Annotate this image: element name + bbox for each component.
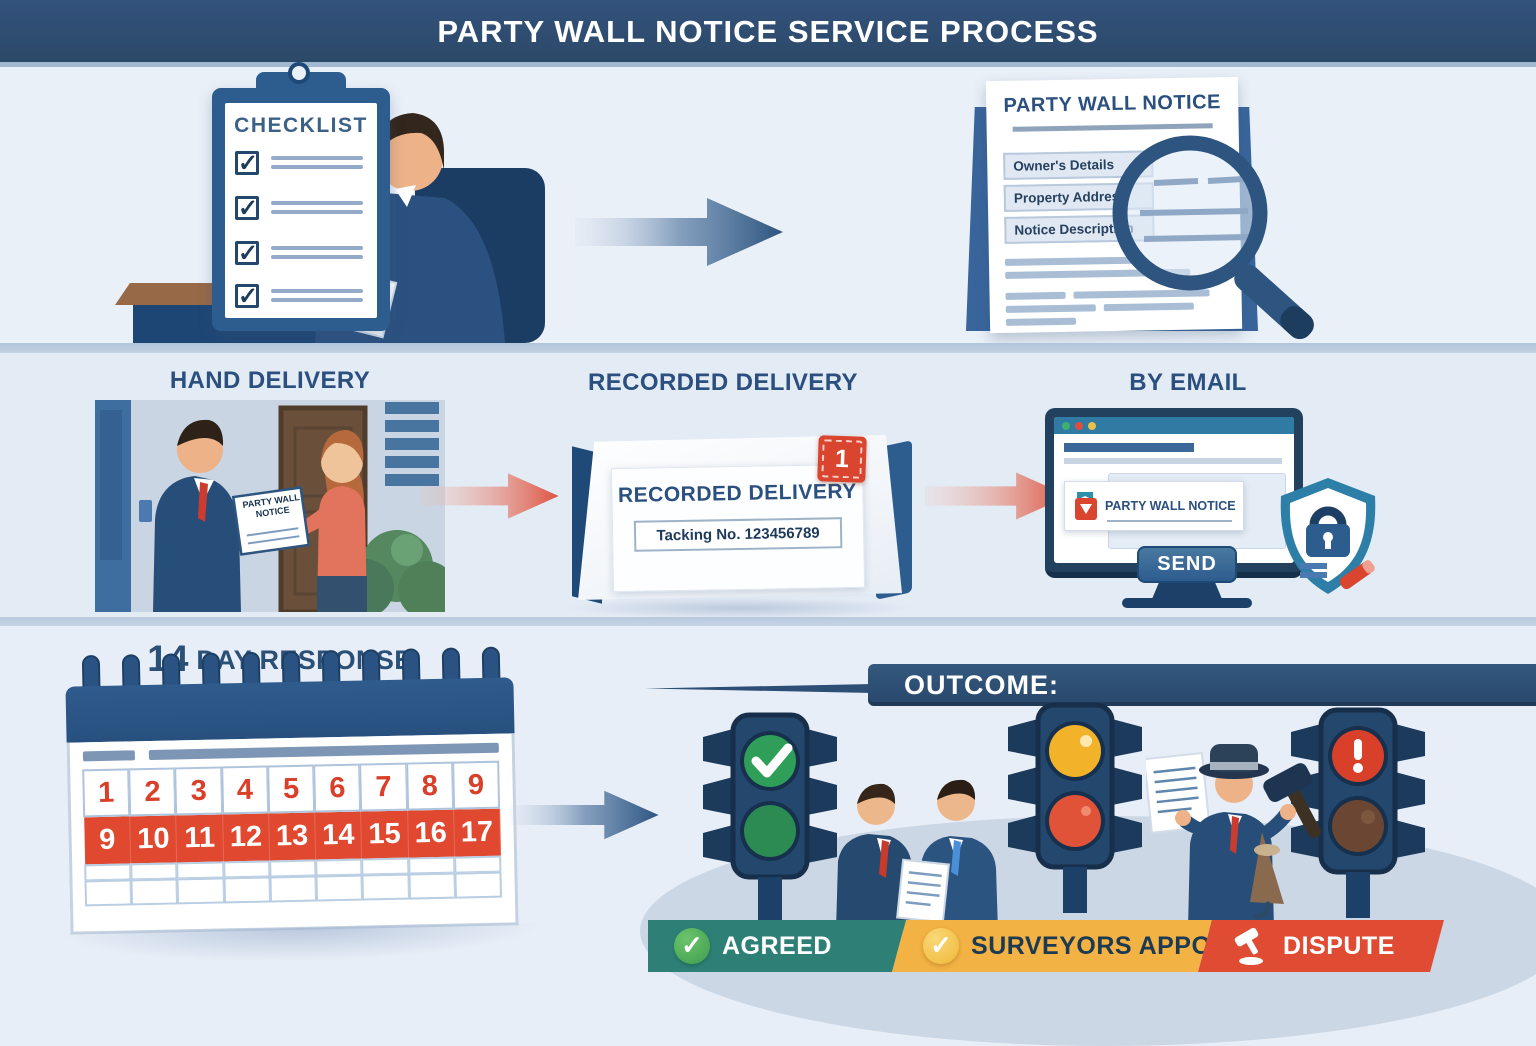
clipboard-clip-hole	[288, 62, 310, 84]
window-shutter	[385, 402, 439, 486]
page-title: PARTY WALL NOTICE SERVICE PROCESS	[437, 14, 1099, 49]
browser-bar	[1054, 417, 1294, 434]
postage-stamp-icon: 1	[817, 435, 867, 483]
arrow-right-icon	[420, 473, 559, 519]
monitor-base	[1122, 598, 1252, 608]
padlock-icon	[1306, 506, 1350, 557]
checkbox-checked-icon: ✓	[235, 241, 259, 266]
tracking-number: Tacking No. 123456789	[633, 517, 843, 552]
agreed-neighbours-illustration	[836, 779, 998, 931]
checklist-item-row: ✓	[235, 284, 367, 310]
envelope-card: RECORDED DELIVERY Tacking No. 123456789	[610, 463, 866, 593]
traffic-light-green-icon	[703, 712, 837, 923]
outcome-surveyors-segment: ✓ SURVEYORS APPOINTED	[892, 920, 1289, 972]
hand-delivery-heading: HAND DELIVERY	[169, 367, 371, 394]
survey-document	[1146, 751, 1211, 834]
calendar-header	[65, 677, 515, 743]
magnifier-icon	[1112, 135, 1314, 340]
checklist-clipboard: CHECKLIST ✓ ✓ ✓ ✓	[212, 62, 390, 331]
arrow-right-icon	[925, 472, 1069, 520]
outcome-agreed-segment: ✓ AGREED	[648, 920, 906, 972]
party-wall-notice-document: PARTY WALL NOTICE Owner's Details Proper…	[940, 76, 1370, 343]
hand-delivery-illustration	[95, 400, 445, 612]
send-button[interactable]: SEND	[1137, 546, 1237, 583]
outcome-heading: OUTCOME:	[904, 670, 1059, 700]
monitor-stand	[1152, 579, 1222, 599]
outcome-dispute-segment: DISPUTE	[1198, 920, 1444, 972]
by-email-heading: BY EMAIL	[1129, 369, 1247, 396]
checklist-item-lines	[271, 151, 363, 169]
recorded-delivery-heading: RECORDED DELIVERY	[588, 369, 858, 396]
check-circle-icon: ✓	[923, 928, 960, 964]
checklist-item-lines	[271, 284, 363, 302]
email-subject: PARTY WALL NOTICE	[1105, 499, 1236, 513]
envelope-shadow	[566, 597, 914, 619]
traffic-light-red-icon	[1291, 707, 1425, 918]
recorded-delivery-envelope: RECORDED DELIVERY Tacking No. 123456789 …	[560, 408, 920, 619]
envelope-title: RECORDED DELIVERY	[617, 479, 857, 508]
preparation-section: CHECKLIST ✓ ✓ ✓ ✓	[0, 62, 1536, 343]
email-screen: PARTY WALL NOTICE	[1054, 417, 1294, 563]
row-divider	[0, 617, 1536, 626]
outcome-result-label: DISPUTE	[1283, 931, 1395, 960]
row-divider	[0, 343, 1536, 353]
agreement-document	[895, 858, 951, 924]
service-methods-section: HAND DELIVERY RECORDED DELIVERY BY EMAIL	[0, 353, 1536, 619]
title-bar: PARTY WALL NOTICE SERVICE PROCESS	[0, 0, 1536, 62]
checkbox-checked-icon: ✓	[235, 284, 259, 309]
outcome-result-label: AGREED	[722, 931, 832, 960]
checklist-item-lines	[271, 196, 363, 214]
checklist-item-row: ✓	[235, 241, 367, 267]
lock-shield-icon	[1280, 478, 1376, 594]
arrow-right-icon	[510, 790, 659, 840]
check-circle-icon: ✓	[674, 928, 710, 964]
title-bar-edge	[0, 62, 1536, 67]
traffic-light-amber-icon	[1008, 702, 1142, 913]
response-outcome-section: 14 DAY RESPONSE PERIOD	[0, 626, 1536, 1046]
mail-icon	[1075, 492, 1097, 520]
response-calendar: 1 2 3 4 5 6 7 8 9 9 10 11 12 13 14	[56, 646, 548, 967]
window-dot-icon	[1075, 422, 1083, 430]
email-message-card: PARTY WALL NOTICE	[1064, 481, 1244, 531]
arrow-right-icon	[575, 198, 783, 266]
checkbox-checked-icon: ✓	[235, 196, 259, 221]
checklist-item-row: ✓	[235, 151, 367, 177]
handed-notice-document	[231, 486, 311, 556]
outcome-pointer-line	[645, 684, 873, 693]
gavel-icon	[1263, 763, 1321, 839]
notice-title: PARTY WALL NOTICE	[1003, 91, 1222, 117]
outcome-banner: OUTCOME:	[868, 664, 1536, 706]
checklist-item-lines	[271, 241, 363, 259]
clipboard-clip	[256, 62, 346, 106]
umbrella-icon	[1250, 832, 1284, 919]
pen-icon	[1339, 560, 1375, 590]
calendar-body: 1 2 3 4 5 6 7 8 9 9 10 11 12 13 14	[66, 733, 519, 935]
window-dot-icon	[1062, 422, 1070, 430]
checkbox-checked-icon: ✓	[235, 151, 259, 176]
checklist-item-row: ✓	[235, 196, 367, 222]
checklist-title: CHECKLIST	[234, 114, 368, 137]
gavel-icon	[1234, 927, 1264, 965]
surveyor-illustration	[1146, 744, 1321, 929]
window-dot-icon	[1088, 422, 1096, 430]
stamp-number: 1	[821, 439, 863, 479]
checklist-paper: CHECKLIST ✓ ✓ ✓ ✓	[225, 103, 377, 318]
